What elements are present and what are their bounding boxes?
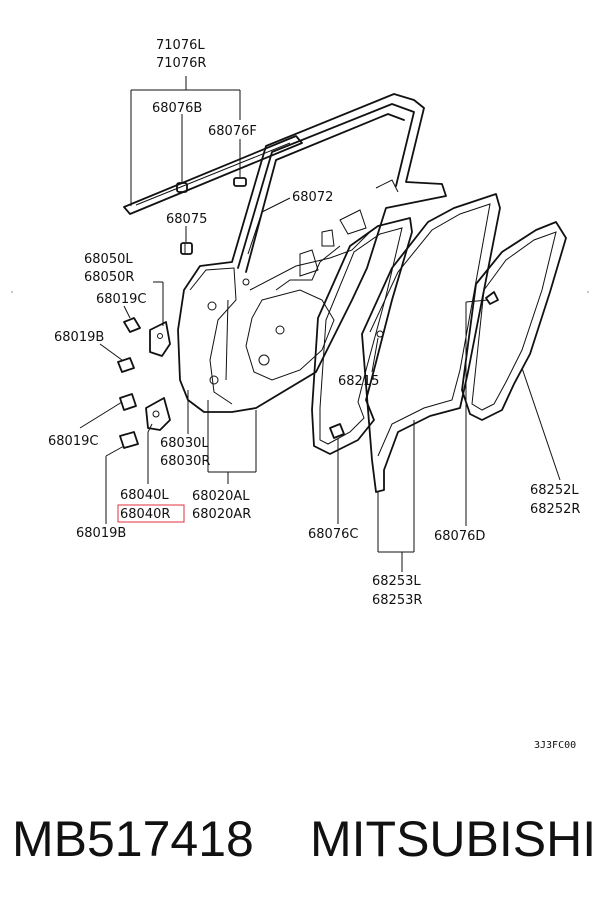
bolt-68019c-top-drawing xyxy=(123,317,141,333)
weatherstrip-68215-drawing xyxy=(311,217,413,455)
label-68076b: 68076B xyxy=(152,101,202,116)
label-68020al: 68020AL xyxy=(192,489,250,504)
label-68252r: 68252R xyxy=(530,502,580,517)
window-channel-drawing xyxy=(123,135,303,215)
upper-hinge-drawing xyxy=(149,321,171,357)
label-68030r: 68030R xyxy=(160,454,210,469)
part-labels: 71076L 71076R 68076B 68076F 68072 68075 … xyxy=(48,38,580,751)
label-68072: 68072 xyxy=(292,190,333,205)
leader-lines xyxy=(79,76,561,572)
clip-68076b-drawing xyxy=(176,182,188,193)
label-68076f: 68076F xyxy=(208,124,257,139)
label-68050r: 68050R xyxy=(84,270,134,285)
footer: MB517418 MITSUBISHI xyxy=(12,811,596,867)
label-68019b-top: 68019B xyxy=(54,330,104,345)
part-number: MB517418 xyxy=(12,811,254,867)
label-68075: 68075 xyxy=(166,212,207,227)
label-68019b-bottom: 68019B xyxy=(76,526,126,541)
label-68076c: 68076C xyxy=(308,527,358,542)
opening-trim-68253-drawing xyxy=(361,193,501,493)
clip-68076f-drawing xyxy=(233,177,247,187)
label-68252l: 68252L xyxy=(530,483,579,498)
clip-68075-drawing xyxy=(180,242,193,255)
clip-68076c-drawing xyxy=(329,423,345,439)
label-68020ar: 68020AR xyxy=(192,507,251,522)
label-68040l: 68040L xyxy=(120,488,169,503)
brand-name: MITSUBISHI xyxy=(310,811,596,867)
label-68040r: 68040R xyxy=(120,507,170,522)
bolt-68019b-bottom-drawing xyxy=(119,431,139,449)
clip-68076d-drawing xyxy=(485,291,499,305)
highlight-box xyxy=(117,504,185,523)
label-68019c-bottom: 68019C xyxy=(48,434,98,449)
label-68019c-top: 68019C xyxy=(96,292,146,307)
label-71076l: 71076L xyxy=(156,38,205,53)
label-68050l: 68050L xyxy=(84,252,133,267)
lower-hinge-drawing xyxy=(145,397,171,431)
diagram-code: 3J3FC00 xyxy=(534,740,576,751)
label-71076r: 71076R xyxy=(156,56,206,71)
weatherstrip-68252-drawing xyxy=(461,221,567,421)
bolt-68019b-top-drawing xyxy=(117,357,135,373)
label-68030l: 68030L xyxy=(160,436,209,451)
bolt-68019c-bottom-drawing xyxy=(119,393,137,411)
label-68215: 68215 xyxy=(338,374,379,389)
label-68076d: 68076D xyxy=(434,529,485,544)
label-68253l: 68253L xyxy=(372,574,421,589)
label-68253r: 68253R xyxy=(372,593,422,608)
